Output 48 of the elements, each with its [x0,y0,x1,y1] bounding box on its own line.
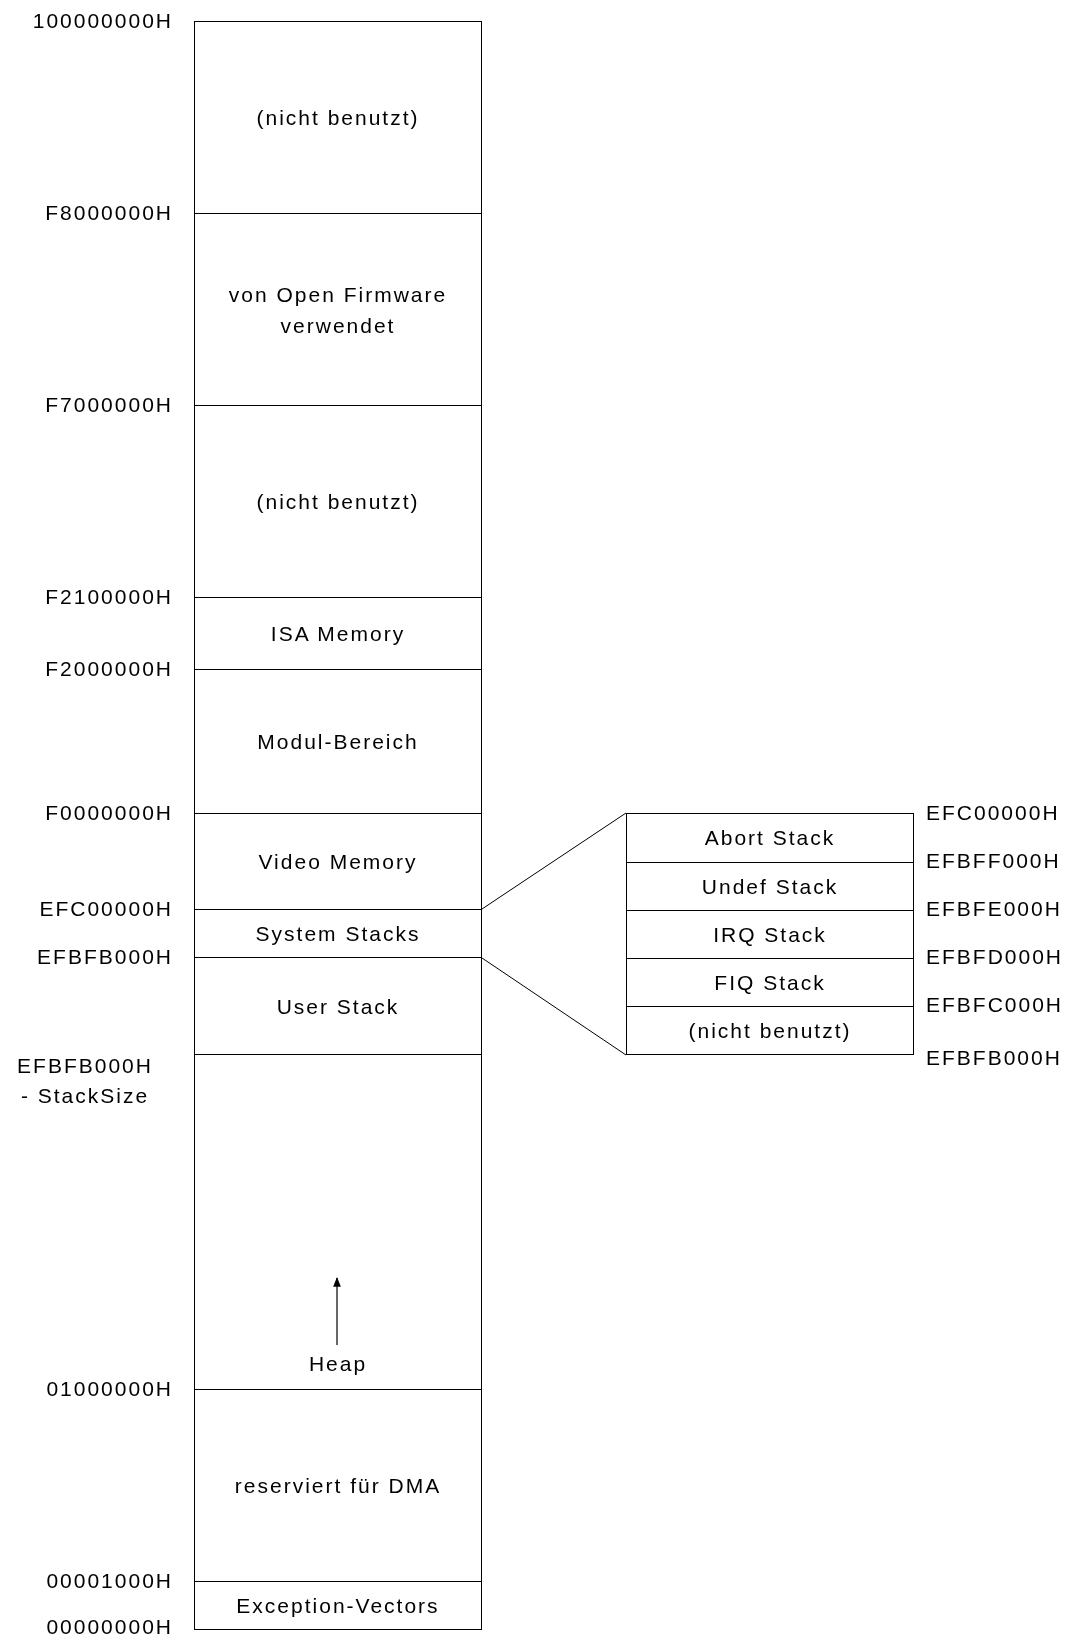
address-label: F2000000H [45,656,173,682]
region-label: reserviert für DMA [233,1473,443,1499]
region-label: User Stack [275,993,401,1020]
zoom-line [481,812,627,910]
address-label: EFBFB000H [37,944,173,970]
region-label: (nicht benutzt) [255,105,421,131]
region-label: (nicht benutzt) [255,489,421,515]
address-label: EFBFC000H [926,992,1064,1018]
zoom-line [481,957,627,1056]
memory-region [194,21,482,214]
address-label: EFBFE000H [926,896,1062,922]
memory-box [626,813,914,1055]
address-label: 100000000H [32,8,173,34]
address-label: 01000000H [46,1376,173,1402]
region-label: Video Memory [257,849,419,875]
region-label: von Open Firmware verwendet [227,281,449,339]
memory-region [194,1389,482,1582]
address-label: F2100000H [45,584,173,610]
address-label: F0000000H [45,800,173,826]
region-label: IRQ Stack [712,921,828,948]
region-label: Undef Stack [700,873,840,900]
address-label: 00000000H [46,1614,173,1640]
region-label: System Stacks [254,921,422,947]
region-label: Exception-Vectors [235,1593,441,1619]
memory-region [194,813,482,910]
address-label: EFC00000H [39,896,173,922]
memory-region [194,597,482,670]
address-label: EFBFD000H [926,944,1064,970]
region-label: Abort Stack [703,824,837,851]
address-label: EFBFB000H [926,1045,1062,1071]
region-label: FIQ Stack [713,969,827,996]
address-label: F8000000H [45,200,173,226]
address-label: 00001000H [46,1568,173,1594]
memory-region [194,1581,482,1630]
memory-region [194,1054,482,1390]
region-label: ISA Memory [269,621,407,647]
region-label: Modul-Bereich [256,729,420,755]
memory-region [194,213,482,406]
address-label: EFC00000H [926,800,1060,826]
address-label: EFBFB000H - StackSize [16,1053,154,1109]
region-label: (nicht benutzt) [687,1018,853,1044]
address-label: EFBFF000H [926,848,1061,874]
memory-region [194,909,482,958]
memory-region [194,669,482,814]
address-label: F7000000H [45,392,173,418]
region-label: Heap [307,1351,369,1377]
memory-region [194,405,482,598]
memory-region [194,957,482,1055]
